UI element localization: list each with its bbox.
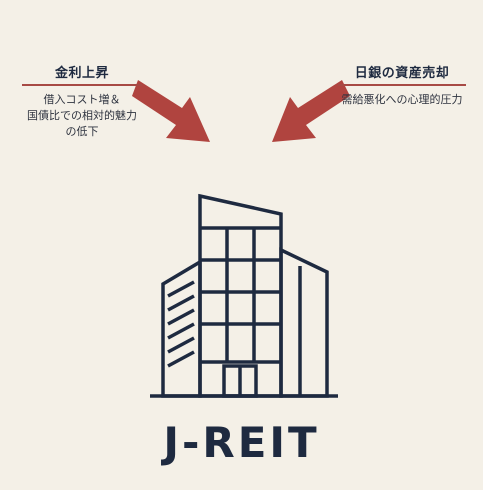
factor-description-line: 需給悪化への心理的圧力 bbox=[341, 93, 463, 106]
factor-description: 借入コスト増＆ 国債比での相対的魅力の低下 bbox=[22, 92, 142, 140]
divider bbox=[22, 84, 142, 86]
left-pressure-arrow bbox=[132, 80, 210, 142]
factor-description-line: 借入コスト増＆ bbox=[43, 93, 121, 106]
factor-rate-rise: 金利上昇 借入コスト増＆ 国債比での相対的魅力の低下 bbox=[22, 62, 142, 140]
right-pressure-arrow bbox=[272, 80, 350, 142]
factor-description: 需給悪化への心理的圧力 bbox=[338, 92, 466, 108]
factor-title: 日銀の資産売却 bbox=[354, 66, 450, 81]
divider bbox=[338, 84, 466, 86]
factor-description-line: 国債比での相対的魅力の低下 bbox=[27, 109, 137, 138]
factor-title: 金利上昇 bbox=[54, 66, 109, 81]
factor-boj-asset-sale: 日銀の資産売却 需給悪化への心理的圧力 bbox=[338, 62, 466, 108]
jreit-label: J-REIT bbox=[163, 418, 320, 467]
office-building-icon bbox=[150, 193, 338, 398]
